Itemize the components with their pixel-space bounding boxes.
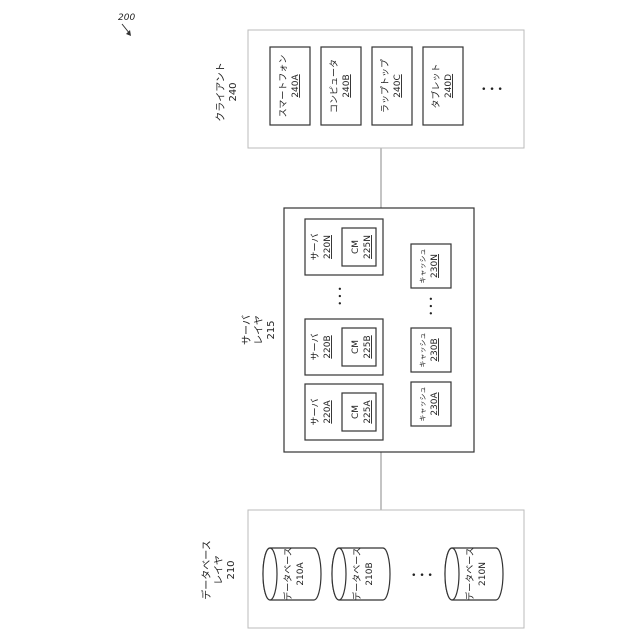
device-name: ラップトップ [380,59,391,113]
client-group: クライアント 240 スマートフォン 240A コンピュータ 240B ラップト… [215,30,524,148]
database-ref: 210B [365,562,375,585]
server-name: サーバ [310,399,321,426]
cache-ref: 230B [430,338,440,361]
database-layer-group: データベース レイヤ 210 データベース 210A データベース 210B •… [200,510,524,628]
client-ellipsis: • • • [481,85,503,95]
cache-card-230n: キャッシュ 230N [411,244,451,288]
device-name: コンピュータ [329,59,340,113]
database-layer-label-line1: データベース [200,540,213,600]
server-name: サーバ [310,234,321,261]
database-name: データベース [282,547,294,601]
database-name: データベース [351,547,363,601]
server-ellipsis: • • • [336,286,345,305]
device-ref: 240B [342,74,352,97]
server-layer-label-line2: レイヤ [254,315,265,345]
server-layer-ref: 215 [266,320,277,339]
device-ref: 240D [444,74,454,98]
server-layer-label-line1: サーバ [241,315,253,345]
device-card-computer: コンピュータ 240B [321,47,361,125]
database-ref: 210N [478,562,488,586]
cache-card-230b: キャッシュ 230B [411,328,451,372]
cache-name: キャッシュ [419,387,427,422]
cm-ref: 225A [363,399,373,423]
database-cylinder-210a: データベース 210A [263,547,321,601]
cm-label: CM [351,340,361,354]
cm-ref: 225B [363,335,373,358]
cache-ellipsis: • • • [427,296,436,315]
server-ref: 220N [323,235,333,259]
client-label: クライアント [215,62,227,122]
server-card-220b: サーバ 220B CM 225B [305,319,383,375]
device-ref: 240A [291,73,301,97]
cache-ref: 230N [430,254,440,278]
database-ref: 210A [296,561,306,585]
database-layer-label-line2: レイヤ [214,555,225,585]
cache-name: キャッシュ [419,249,427,284]
device-card-smartphone: スマートフォン 240A [270,47,310,125]
server-card-220a: サーバ 220A CM 225A [305,384,383,440]
server-layer-group: サーバ レイヤ 215 サーバ 220N CM 225N • • • サーバ 2… [241,208,474,452]
client-ref: 240 [228,82,239,101]
figure-ref: 200 [118,13,135,23]
device-name: スマートフォン [279,55,289,118]
device-name: タブレット [430,63,442,108]
device-card-tablet: タブレット 240D [423,47,463,125]
database-cylinder-210b: データベース 210B [332,547,390,601]
server-card-220n: サーバ 220N CM 225N [305,219,383,275]
cache-card-230a: キャッシュ 230A [411,382,451,426]
database-cylinder-210n: データベース 210N [445,547,503,601]
cm-ref: 225N [363,235,373,259]
cm-label: CM [351,240,361,254]
database-name: データベース [464,547,476,601]
device-card-laptop: ラップトップ 240C [372,47,412,125]
server-ref: 220B [323,335,333,358]
server-name: サーバ [310,334,321,361]
cache-name: キャッシュ [419,333,427,368]
figure-ref-arrowhead [126,30,131,36]
cache-ref: 230A [430,391,440,415]
server-ref: 220A [323,399,333,423]
database-layer-ref: 210 [226,560,237,579]
database-ellipsis: • • • [411,571,433,581]
cm-label: CM [351,405,361,419]
device-ref: 240C [393,74,403,97]
